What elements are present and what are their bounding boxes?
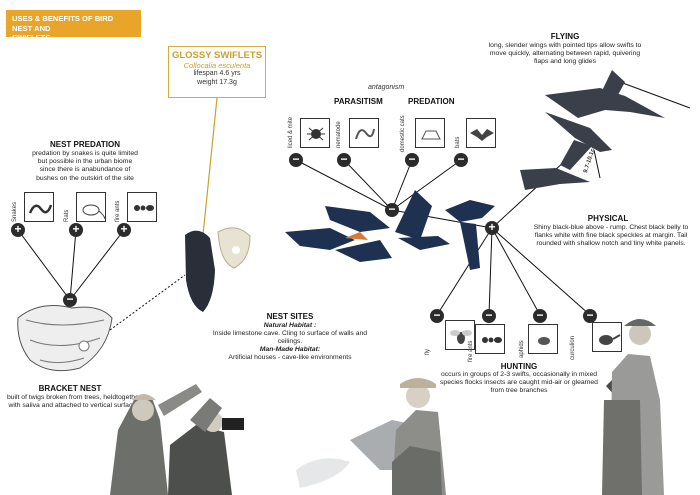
hunting-fire-ant-image — [475, 324, 505, 354]
prey-node-3: − — [583, 309, 597, 323]
title-line1: USES & BENEFITS OF BIRD NEST AND — [12, 14, 114, 33]
prey-node-1: − — [482, 309, 496, 323]
fire-ant-image — [127, 192, 157, 222]
predator-node-0: − — [405, 153, 419, 167]
fly-image — [445, 320, 475, 350]
nest-predation-text: predation by snakes is quite limited but… — [32, 150, 138, 182]
species-name: GLOSSY SWIFLETS — [171, 50, 263, 61]
birdwatchers-photo — [110, 384, 244, 495]
snake-image — [24, 192, 54, 222]
lice-mite-image — [300, 118, 330, 148]
prey-node-2: − — [533, 309, 547, 323]
physical-heading: PHYSICAL — [587, 214, 629, 223]
farmer-photo — [602, 319, 664, 495]
title-badge: USES & BENEFITS OF BIRD NEST AND SWIFLET… — [6, 10, 141, 42]
title-line2: SWIFLETS — [12, 33, 51, 42]
nest-predator-node-0: + — [11, 223, 25, 237]
physical-text: Shiny black-blue above - rump. Chest bla… — [533, 224, 689, 248]
physical-node: + — [485, 221, 499, 235]
nest-predation-node: − — [63, 293, 77, 307]
nematode-image — [349, 118, 379, 148]
prey-node-0: − — [430, 309, 444, 323]
main-node: − — [385, 203, 399, 217]
manmade-habitat-text: Artificial houses - cave-like environmen… — [228, 354, 352, 361]
predator-node-1: − — [454, 153, 468, 167]
natural-habitat-text: Inside limestone cave. Cling to surface … — [212, 330, 368, 346]
aphid-image — [528, 324, 558, 354]
parasitism-heading: PARASITISM — [334, 97, 383, 106]
curculion-image — [592, 322, 622, 352]
species-lifespan: lifespan 4.6 yrs — [193, 70, 241, 77]
rat-image — [76, 192, 106, 222]
antagonism-label: antagonism — [368, 84, 405, 91]
manmade-habitat-label: Man-Made Habitat: — [259, 346, 321, 353]
parasite-node-1: − — [337, 153, 351, 167]
nest-predator-node-1: + — [69, 223, 83, 237]
flying-heading: FLYING — [550, 32, 580, 41]
flying-text: long, slender wings with pointed tips al… — [488, 42, 642, 66]
nest-predation-heading: NEST PREDATION — [49, 140, 121, 149]
species-card: GLOSSY SWIFLETS Collocalia esculenta lif… — [168, 46, 266, 98]
bracket-nest-heading: BRACKET NEST — [38, 384, 102, 393]
parasite-node-0: − — [289, 153, 303, 167]
natural-habitat-label: Natural Habitat : — [263, 322, 317, 329]
hunting-heading: HUNTING — [500, 362, 538, 371]
species-weight: weight 17.3g — [197, 78, 237, 86]
bracket-nest-text: built of twigs broken from trees, heldto… — [6, 394, 142, 410]
gardener-photo — [296, 378, 446, 495]
nest-predator-node-2: + — [117, 223, 131, 237]
nest-sites-heading: NEST SITES — [266, 312, 314, 321]
cat-image — [415, 118, 445, 148]
predation-heading: PREDATION — [408, 97, 455, 106]
species-scientific: Collocalia esculenta — [183, 61, 251, 70]
hunting-text: occurs in groups of 2-3 swifts, occasion… — [440, 371, 598, 395]
bat-image — [466, 118, 496, 148]
